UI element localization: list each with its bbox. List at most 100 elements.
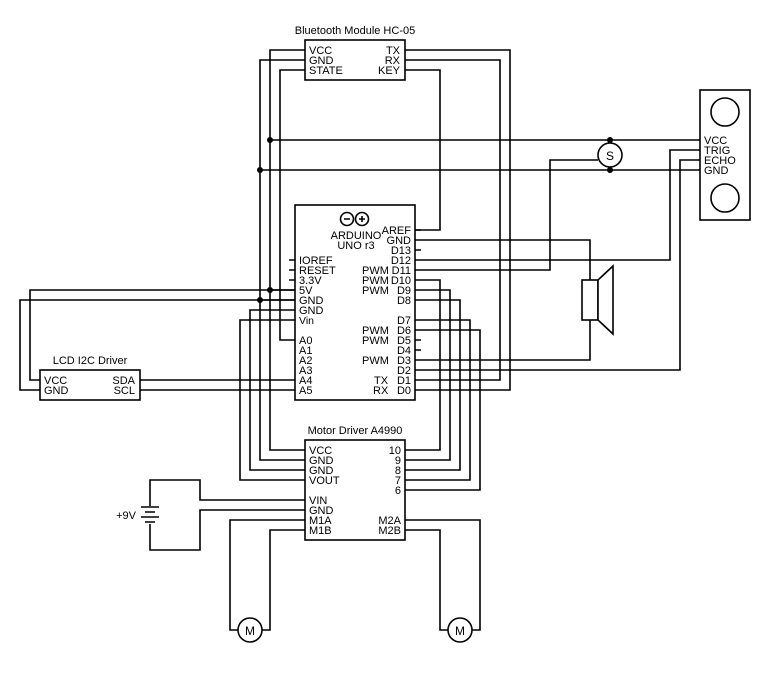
wire-bt-state [279,69,305,341]
servo: S [597,142,623,168]
pwm-label-d9: PWM [362,285,389,297]
wire-md-6 [405,329,481,491]
wire-us-trig [415,149,700,261]
wire-servo-signal [415,159,598,271]
wire-bt-key [405,69,441,231]
wire-md-9 [405,289,451,461]
lcd-driver-body [39,369,141,401]
tx-label: TX [374,375,389,387]
us-pin-trig: TRIG [704,145,730,157]
wire-us-echo [415,159,700,371]
us-pin-gnd: GND [704,165,729,177]
pwm-label-d5: PWM [362,335,389,347]
arduino-pin-a2: A2 [299,355,312,367]
bt-pin-rx: RX [385,55,401,67]
us-pin-echo: ECHO [704,155,736,167]
pwm-label-d10: PWM [362,275,389,287]
md-pin-m2b: M2B [378,525,401,537]
lcd-pin-scl: SCL [114,385,135,397]
motor-driver: Motor Driver A4990 VCC GND GND VOUT VIN … [304,425,406,541]
junction-dot [267,137,273,143]
wire-md-vout [239,319,305,481]
wire-speaker-pos [415,239,591,280]
battery-symbol [141,506,159,523]
lcd-pin-sda: SDA [112,375,135,387]
motor-2-label: M [455,624,465,638]
servo-label: S [606,149,614,163]
arduino-pin-reset: RESET [299,265,336,277]
arduino-pin-d9: D9 [397,285,411,297]
md-pin-vin: VIN [309,495,327,507]
wire-lcd-vcc [29,289,295,381]
arduino-pin-d12: D12 [391,255,411,267]
wire-bt-rx [405,59,501,381]
arduino-pin-d1: D1 [397,375,411,387]
lcd-driver-title: LCD I2C Driver [53,355,128,367]
motor-1-label: M [245,624,255,638]
junction-dot [257,167,263,173]
bt-pin-vcc: VCC [309,45,332,57]
arduino-pin-5v: 5V [299,285,313,297]
md-pin-gnd-2: GND [309,465,334,477]
md-pin-m1b: M1B [309,525,332,537]
junction-dot [257,297,263,303]
pwm-label-d11: PWM [362,265,389,277]
bluetooth-module-body [304,39,406,81]
arduino-pin-gnd-r: GND [387,235,412,247]
bluetooth-module: Bluetooth Module HC-05 VCC GND STATE TX … [295,25,415,81]
arduino-pin-stubs [289,229,421,351]
battery-label: +9V [116,510,137,522]
ultrasonic-transducer-bottom [710,183,740,213]
wire-battery-neg [149,509,305,551]
bt-pin-state: STATE [309,65,343,77]
arduino-name-line1: ARDUINO [331,230,382,242]
md-pin-vout: VOUT [309,475,340,487]
arduino-pin-d5: D5 [397,335,411,347]
arduino-board: ARDUINO UNO r3 IOREF RESET 3.3V 5V GND G… [289,204,421,401]
wire-m1b [262,529,305,631]
wire-md-vcc [269,290,305,451]
arduino-pin-a3: A3 [299,365,312,377]
arduino-name-line2: UNO r3 [337,240,374,252]
speaker-coil [581,279,599,321]
pwm-label-d3: PWM [362,355,389,367]
wire-md-8 [405,299,461,471]
junction-dots [257,137,613,303]
motor-1: M [237,617,263,643]
arduino-pin-aref: AREF [382,225,412,237]
wire-md-7 [405,319,471,481]
arduino-pin-d6: D6 [397,325,411,337]
md-pin-9: 9 [395,455,401,467]
md-pin-gnd-1: GND [309,455,334,467]
bluetooth-module-title: Bluetooth Module HC-05 [295,25,415,37]
junction-dot [607,167,613,173]
motor-driver-title: Motor Driver A4990 [308,425,403,437]
lcd-i2c-driver: LCD I2C Driver VCC GND SDA SCL [39,355,141,401]
wire-m1a [229,519,305,631]
arduino-pin-a1: A1 [299,345,312,357]
lcd-pin-vcc: VCC [44,375,67,387]
junction-dot [267,287,273,293]
motor-driver-body [304,439,406,541]
junction-dot [607,137,613,143]
arduino-pin-d2: D2 [397,365,411,377]
arduino-pin-d11: D11 [392,265,411,277]
wire-md-10 [405,279,441,451]
motor-2-symbol [447,617,473,643]
arduino-pin-ioref: IOREF [299,255,333,267]
wire-bt-tx [405,49,511,391]
servo-symbol [597,142,623,168]
md-pin-m1a: M1A [309,515,332,527]
wire-battery-pos [149,479,305,506]
bt-pin-gnd: GND [309,55,334,67]
md-pin-gnd-3: GND [309,505,334,517]
wire-m2b [405,529,448,631]
arduino-pin-a0: A0 [299,335,312,347]
arduino-pin-d0: D0 [397,385,411,397]
arduino-pin-d8: D8 [397,295,411,307]
wire-md-gnd2 [249,309,305,471]
wire-md-gnd1 [259,300,305,461]
rx-label: RX [373,385,389,397]
arduino-pin-3v3: 3.3V [299,275,322,287]
